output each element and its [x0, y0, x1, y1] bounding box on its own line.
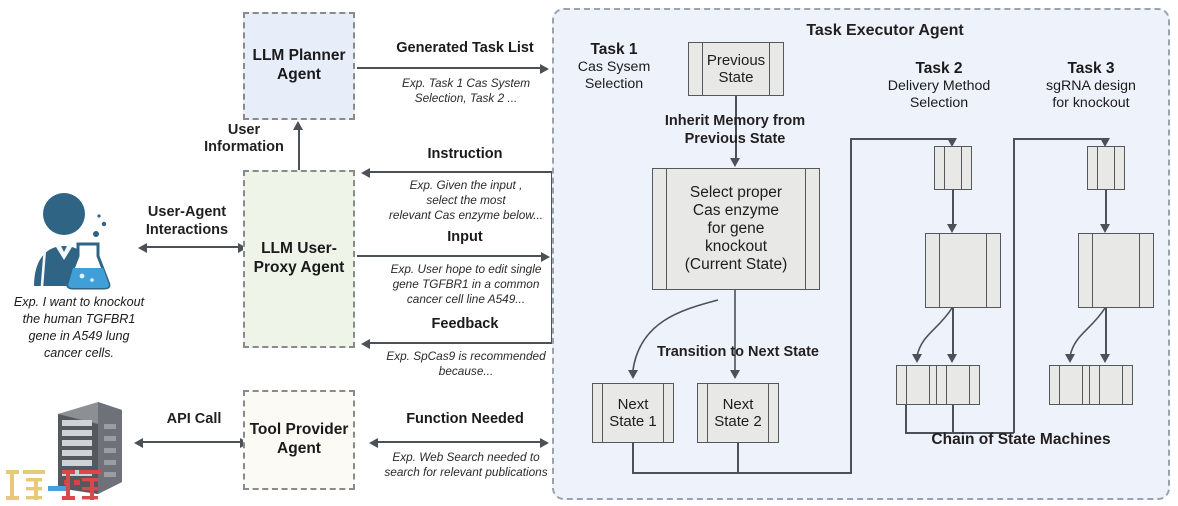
task2-feed-h-rail: [850, 138, 952, 140]
feedback-label: Feedback: [431, 316, 499, 332]
chain-of-state-machines-label: Chain of State Machines: [931, 431, 1111, 448]
llm-planner-agent-label: LLM Planner Agent: [252, 47, 346, 83]
feedback-line: [370, 342, 552, 344]
task2-state-4[interactable]: [936, 365, 980, 405]
next1-down-rail: [632, 443, 634, 473]
user-example-caption: Exp. I want to knockout the human TGFBR1…: [13, 295, 145, 360]
task3-feed-up-rail: [1013, 138, 1015, 433]
state-next-2[interactable]: Next State 2: [697, 383, 779, 443]
user-agent-interactions-label: User-Agent Interactions: [145, 204, 229, 239]
state-next-1[interactable]: Next State 1: [592, 383, 674, 443]
tool-provider-agent-box[interactable]: Tool Provider Agent: [243, 390, 355, 490]
task3-feed-arrow: [1100, 138, 1110, 147]
feedback-example: Exp. SpCas9 is recommended because...: [386, 349, 546, 379]
generated-task-list-label: Generated Task List: [396, 40, 534, 56]
inherit-memory-arrow: [730, 158, 741, 167]
input-label: Input: [447, 229, 483, 245]
task3-link-3-arrow: [1065, 354, 1075, 363]
task3-link-2-arrow: [1100, 354, 1110, 363]
state-current-label: Select proper Cas enzyme for gene knocko…: [684, 184, 788, 273]
llm-user-proxy-agent-box[interactable]: LLM User-Proxy Agent: [243, 170, 355, 348]
input-line: [357, 255, 543, 257]
generated-task-list-arrow: [540, 63, 549, 74]
task-3-number: Task 3: [1067, 60, 1115, 77]
user-agent-arrow-right: [238, 242, 247, 253]
inherit-memory-line: [735, 96, 737, 160]
scientist-with-flask-icon: [34, 193, 111, 290]
user-information-line: [298, 130, 300, 172]
transition-arrow-next2: [730, 370, 741, 379]
task-1-label: Task 1 Cas Sysem Selection: [556, 41, 672, 93]
task2-out-rail-2: [952, 405, 954, 433]
state-current[interactable]: Select proper Cas enzyme for gene knocko…: [652, 168, 820, 290]
state-next-2-label: Next State 2: [714, 395, 762, 430]
user-agent-connector-line: [146, 246, 240, 248]
api-call-connector-line: [142, 441, 242, 443]
watermark-glyphs-icon: [6, 470, 101, 500]
task2-out-rail-1: [905, 405, 907, 433]
watermark-logo: [4, 466, 110, 504]
task2-state-2[interactable]: [925, 233, 1001, 308]
task2-state-1[interactable]: [934, 146, 972, 190]
inherit-memory-label: Inherit Memory from Previous State: [664, 113, 806, 148]
task2-link-3-arrow: [912, 354, 922, 363]
feedback-arrow: [361, 338, 370, 349]
task2-feed-arrow: [947, 138, 957, 147]
user-icon-group: [12, 190, 142, 290]
task2-feed-up-rail: [850, 138, 852, 473]
instruction-arrow: [361, 167, 370, 178]
input-example: Exp. User hope to edit single gene TGFBR…: [390, 262, 542, 307]
task-3-desc: sgRNA design for knockout: [1046, 78, 1136, 111]
task3-state-3[interactable]: [1049, 365, 1093, 405]
next2-down-rail: [737, 443, 739, 473]
input-arrow: [541, 251, 550, 262]
task3-state-1[interactable]: [1087, 146, 1125, 190]
task-1-number: Task 1: [590, 41, 638, 58]
function-needed-arrow-left: [369, 437, 378, 448]
task-2-desc: Delivery Method Selection: [887, 78, 991, 111]
task-1-desc: Cas Sysem Selection: [577, 59, 651, 92]
task2-link-2-arrow: [947, 354, 957, 363]
state-previous[interactable]: Previous State: [688, 42, 784, 96]
function-needed-line: [378, 441, 542, 443]
task3-state-2[interactable]: [1078, 233, 1154, 308]
state-previous-label: Previous State: [706, 51, 766, 86]
user-information-arrow: [293, 121, 304, 130]
task2-link-1-arrow: [947, 224, 957, 233]
state-next-1-label: Next State 1: [609, 395, 657, 430]
task3-link-1: [1105, 190, 1107, 226]
task2-link-1: [952, 190, 954, 226]
user-information-label: User Information: [204, 122, 284, 156]
generated-task-list-example: Exp. Task 1 Cas System Selection, Task 2…: [401, 76, 531, 106]
transition-arrow-next1: [628, 370, 638, 379]
function-needed-label: Function Needed: [406, 411, 524, 427]
api-call-label: API Call: [166, 411, 222, 427]
next-states-join-rail: [632, 472, 852, 474]
instruction-rail: [551, 171, 553, 342]
task-executor-agent-title: Task Executor Agent: [806, 22, 964, 39]
transition-to-next-state-label: Transition to Next State: [657, 344, 819, 360]
task2-link-2: [952, 308, 954, 356]
task2-state-3[interactable]: [896, 365, 940, 405]
task-2-label: Task 2 Delivery Method Selection: [872, 60, 1006, 112]
task3-feed-h-rail: [1013, 138, 1105, 140]
task-3-label: Task 3 sgRNA design for knockout: [1024, 60, 1158, 112]
task2-out-join: [905, 432, 1014, 434]
tool-provider-agent-label: Tool Provider Agent: [249, 421, 349, 457]
instruction-label: Instruction: [427, 146, 503, 162]
user-agent-arrow-left: [138, 242, 147, 253]
instruction-line: [370, 171, 552, 173]
function-needed-arrow-right: [540, 437, 549, 448]
task-2-number: Task 2: [915, 60, 963, 77]
llm-user-proxy-agent-label: LLM User-Proxy Agent: [253, 240, 345, 276]
task3-state-4[interactable]: [1089, 365, 1133, 405]
task3-link-2: [1105, 308, 1107, 356]
instruction-example: Exp. Given the input , select the most r…: [388, 178, 544, 223]
llm-planner-agent-box[interactable]: LLM Planner Agent: [243, 12, 355, 120]
function-needed-example: Exp. Web Search needed to search for rel…: [384, 450, 548, 480]
task3-link-1-arrow: [1100, 224, 1110, 233]
api-call-arrow-left: [134, 437, 143, 448]
generated-task-list-line: [357, 67, 542, 69]
